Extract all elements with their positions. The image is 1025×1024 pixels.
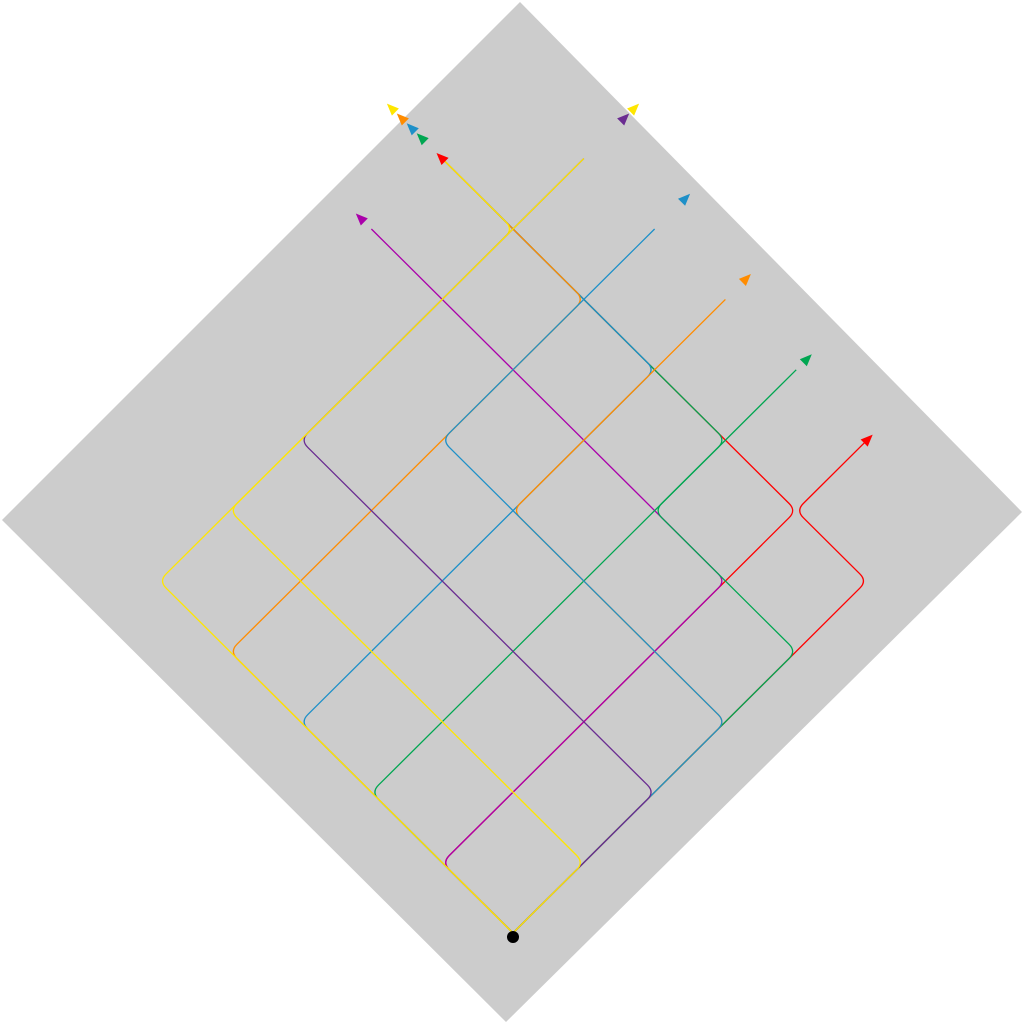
- arrow-head-9: [738, 274, 751, 286]
- arrow-head-6: [386, 103, 399, 116]
- arrow-head-11: [617, 113, 630, 126]
- lattice-path-10: [445, 228, 723, 934]
- arrow-head-4: [406, 123, 419, 136]
- lattice-path-7: [512, 439, 868, 934]
- arrow-head-7: [860, 434, 873, 447]
- arrow-head-12: [627, 103, 640, 116]
- arrow-head-1: [436, 153, 449, 165]
- arrow-head-5: [396, 113, 409, 126]
- lattice-path-12: [232, 158, 585, 934]
- arrows-layer: [355, 103, 873, 447]
- arrow-head-10: [678, 193, 691, 206]
- lattice-path-8: [512, 369, 797, 934]
- paths-layer: [161, 158, 868, 934]
- arrow-head-8: [799, 354, 812, 367]
- arrow-head-2: [355, 213, 368, 226]
- start-marker: [507, 931, 519, 943]
- arrow-head-3: [416, 133, 429, 146]
